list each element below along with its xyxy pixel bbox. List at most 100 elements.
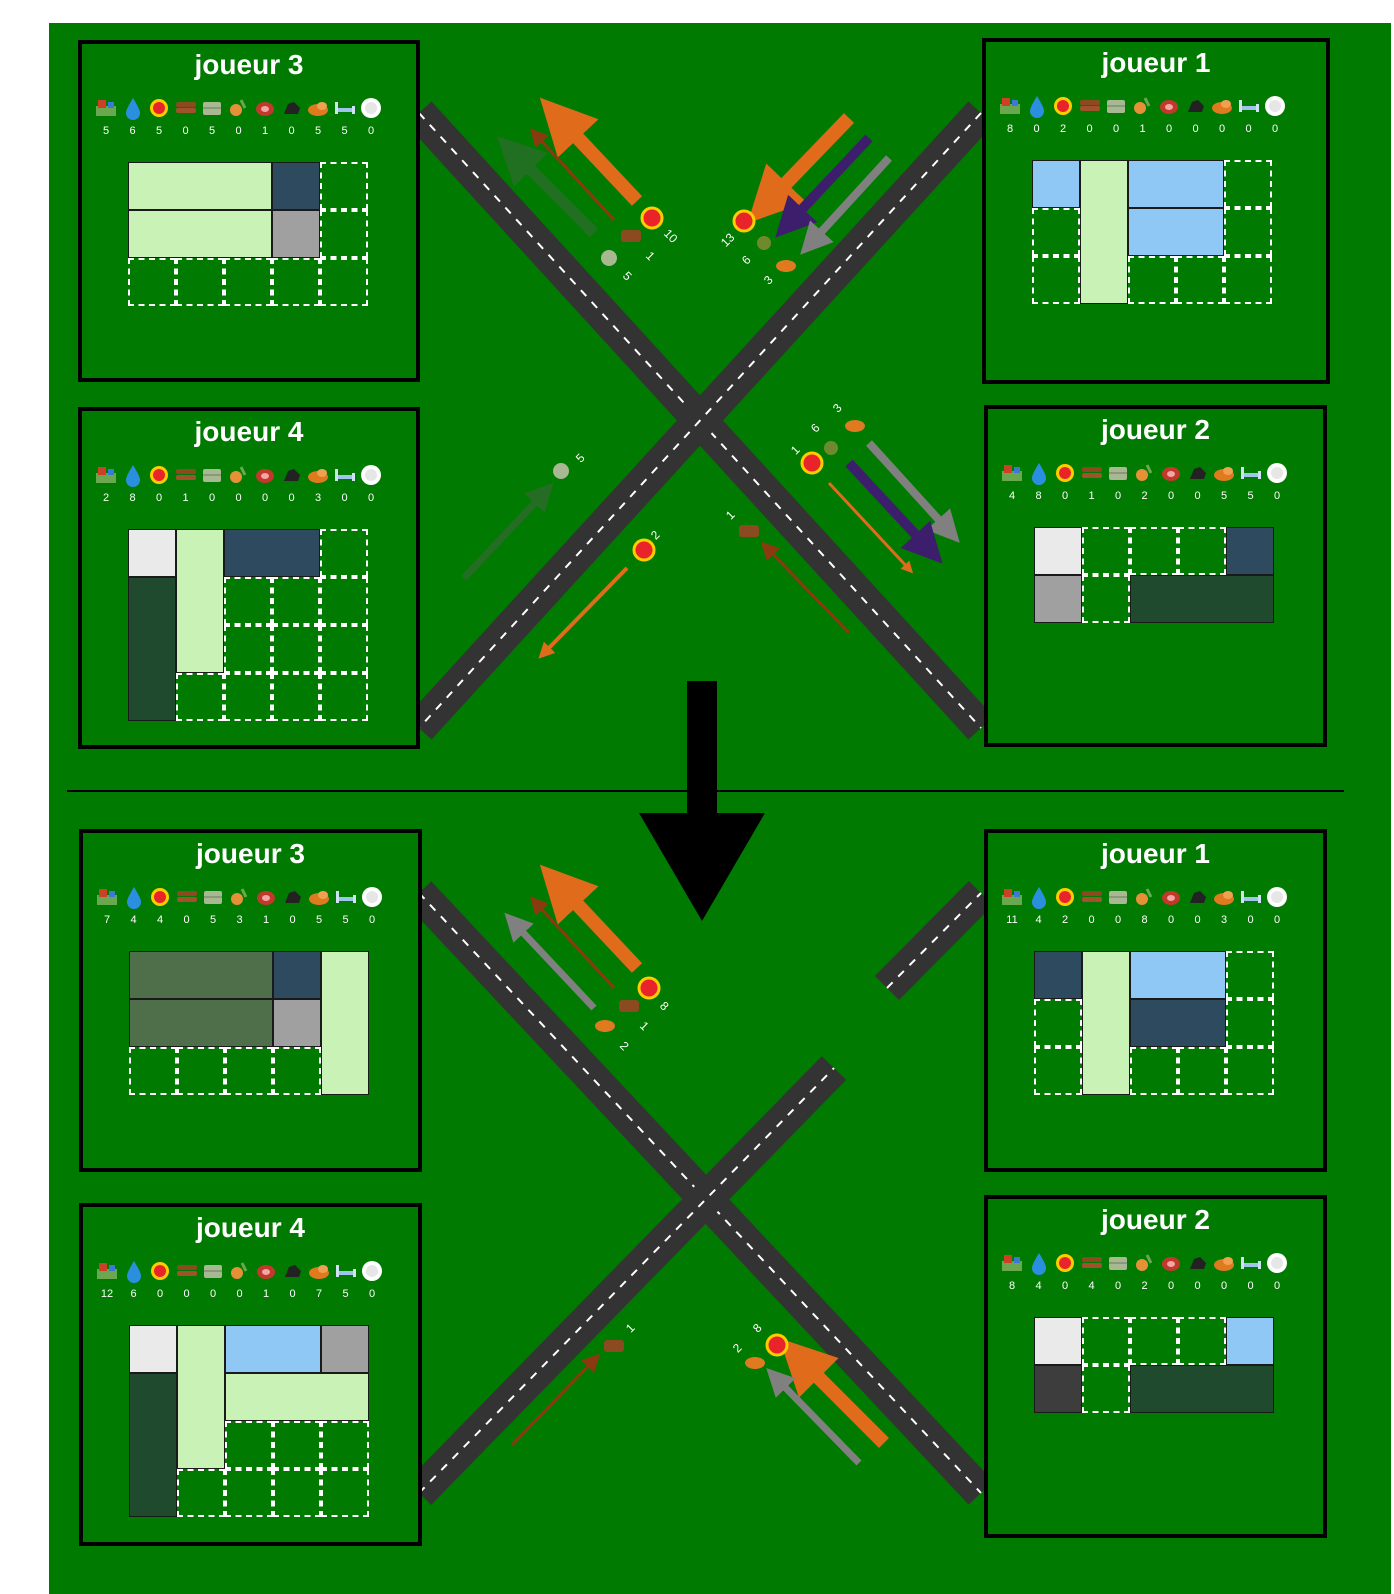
empty-plot[interactable] [1130, 527, 1178, 575]
empty-plot[interactable] [1224, 208, 1272, 256]
empty-plot[interactable] [1032, 208, 1080, 256]
solar-panel-tile[interactable] [1128, 160, 1224, 208]
empty-plot[interactable] [320, 673, 368, 721]
mine-tile[interactable] [129, 1373, 177, 1517]
factory-tile[interactable] [1032, 160, 1080, 208]
resource-count: 0 [1185, 490, 1211, 502]
empty-plot[interactable] [1128, 256, 1176, 304]
empty-plot[interactable] [1224, 256, 1272, 304]
resource-count: 1 [252, 125, 278, 137]
empty-plot[interactable] [1224, 160, 1272, 208]
empty-plot[interactable] [176, 673, 224, 721]
empty-plot[interactable] [128, 258, 176, 306]
empty-plot[interactable] [1082, 1317, 1130, 1365]
resource-count: 1 [1079, 490, 1105, 502]
greenhouse-tile[interactable] [1080, 160, 1128, 304]
wheat-tile[interactable] [176, 529, 224, 673]
resource-count: 0 [1183, 123, 1209, 135]
empty-plot[interactable] [1130, 1047, 1178, 1095]
empty-plot[interactable] [176, 258, 224, 306]
empty-plot[interactable] [1178, 1317, 1226, 1365]
housing-tile[interactable] [321, 1325, 369, 1373]
housing-tile[interactable] [1034, 1365, 1082, 1413]
empty-plot[interactable] [224, 673, 272, 721]
factory-tile[interactable] [1034, 951, 1082, 999]
greenhouse-tile[interactable] [321, 951, 369, 1095]
bed-icon [334, 1259, 358, 1283]
resource-count: 0 [1209, 123, 1235, 135]
factory-tile[interactable] [1226, 527, 1274, 575]
hay-icon [1106, 885, 1130, 909]
empty-plot[interactable] [320, 625, 368, 673]
forest-tile[interactable] [128, 529, 176, 577]
empty-plot[interactable] [1130, 1317, 1178, 1365]
empty-plot[interactable] [272, 673, 320, 721]
resource-icon-row [998, 92, 1298, 120]
empty-plot[interactable] [321, 1469, 369, 1517]
empty-plot[interactable] [225, 1469, 273, 1517]
empty-plot[interactable] [320, 258, 368, 306]
empty-plot[interactable] [1178, 527, 1226, 575]
empty-plot[interactable] [272, 577, 320, 625]
empty-plot[interactable] [177, 1469, 225, 1517]
empty-plot[interactable] [224, 625, 272, 673]
empty-plot[interactable] [1032, 256, 1080, 304]
empty-plot[interactable] [1176, 256, 1224, 304]
wheat-tile[interactable] [128, 210, 272, 258]
factory-tile[interactable] [272, 162, 320, 210]
factory-tile[interactable] [273, 951, 321, 999]
housing-tile[interactable] [272, 210, 320, 258]
wheat-tile[interactable] [129, 999, 273, 1047]
solar-panel-tile[interactable] [1130, 999, 1226, 1047]
empty-plot[interactable] [273, 1469, 321, 1517]
mine-tile[interactable] [1130, 575, 1274, 623]
empty-plot[interactable] [1082, 1365, 1130, 1413]
solar-panel-tile[interactable] [225, 1325, 321, 1373]
empty-plot[interactable] [273, 1047, 321, 1095]
empty-plot[interactable] [1226, 999, 1274, 1047]
empty-plot[interactable] [225, 1047, 273, 1095]
empty-plot[interactable] [1082, 527, 1130, 575]
wood-token [604, 1340, 624, 1352]
empty-plot[interactable] [320, 210, 368, 258]
empty-plot[interactable] [1034, 1047, 1082, 1095]
solar-panel-tile[interactable] [1128, 208, 1224, 256]
livestock-tile[interactable] [128, 162, 272, 210]
empty-plot[interactable] [1034, 999, 1082, 1047]
forest-tile[interactable] [1034, 527, 1082, 575]
greenhouse-tile[interactable] [1082, 951, 1130, 1095]
housing-tile[interactable] [1034, 575, 1082, 623]
empty-plot[interactable] [1082, 575, 1130, 623]
empty-plot[interactable] [224, 258, 272, 306]
resource-count: 0 [280, 914, 306, 926]
forest-tile[interactable] [129, 1325, 177, 1373]
empty-plot[interactable] [320, 577, 368, 625]
leather-icon [307, 1259, 331, 1283]
solar-panel-tile[interactable] [1130, 951, 1226, 999]
empty-plot[interactable] [1226, 1047, 1274, 1095]
hay-icon [201, 1259, 225, 1283]
empty-plot[interactable] [177, 1047, 225, 1095]
empty-plot[interactable] [320, 162, 368, 210]
empty-plot[interactable] [129, 1047, 177, 1095]
empty-plot[interactable] [1178, 1047, 1226, 1095]
livestock-tile[interactable] [129, 951, 273, 999]
empty-plot[interactable] [225, 1421, 273, 1469]
factory-tile[interactable] [1226, 1317, 1274, 1365]
forest-tile[interactable] [1034, 1317, 1082, 1365]
resource-count: 3 [1211, 914, 1237, 926]
empty-plot[interactable] [1226, 951, 1274, 999]
empty-plot[interactable] [321, 1421, 369, 1469]
wheat-tile[interactable] [177, 1325, 225, 1469]
empty-plot[interactable] [224, 577, 272, 625]
empty-plot[interactable] [272, 258, 320, 306]
mine-tile[interactable] [128, 577, 176, 721]
empty-plot[interactable] [273, 1421, 321, 1469]
livestock-tile[interactable] [225, 1373, 369, 1421]
resource-count: 8 [1132, 914, 1158, 926]
empty-plot[interactable] [272, 625, 320, 673]
housing-tile[interactable] [273, 999, 321, 1047]
empty-plot[interactable] [320, 529, 368, 577]
solar-panel-tile[interactable] [224, 529, 320, 577]
mine-tile[interactable] [1130, 1365, 1274, 1413]
